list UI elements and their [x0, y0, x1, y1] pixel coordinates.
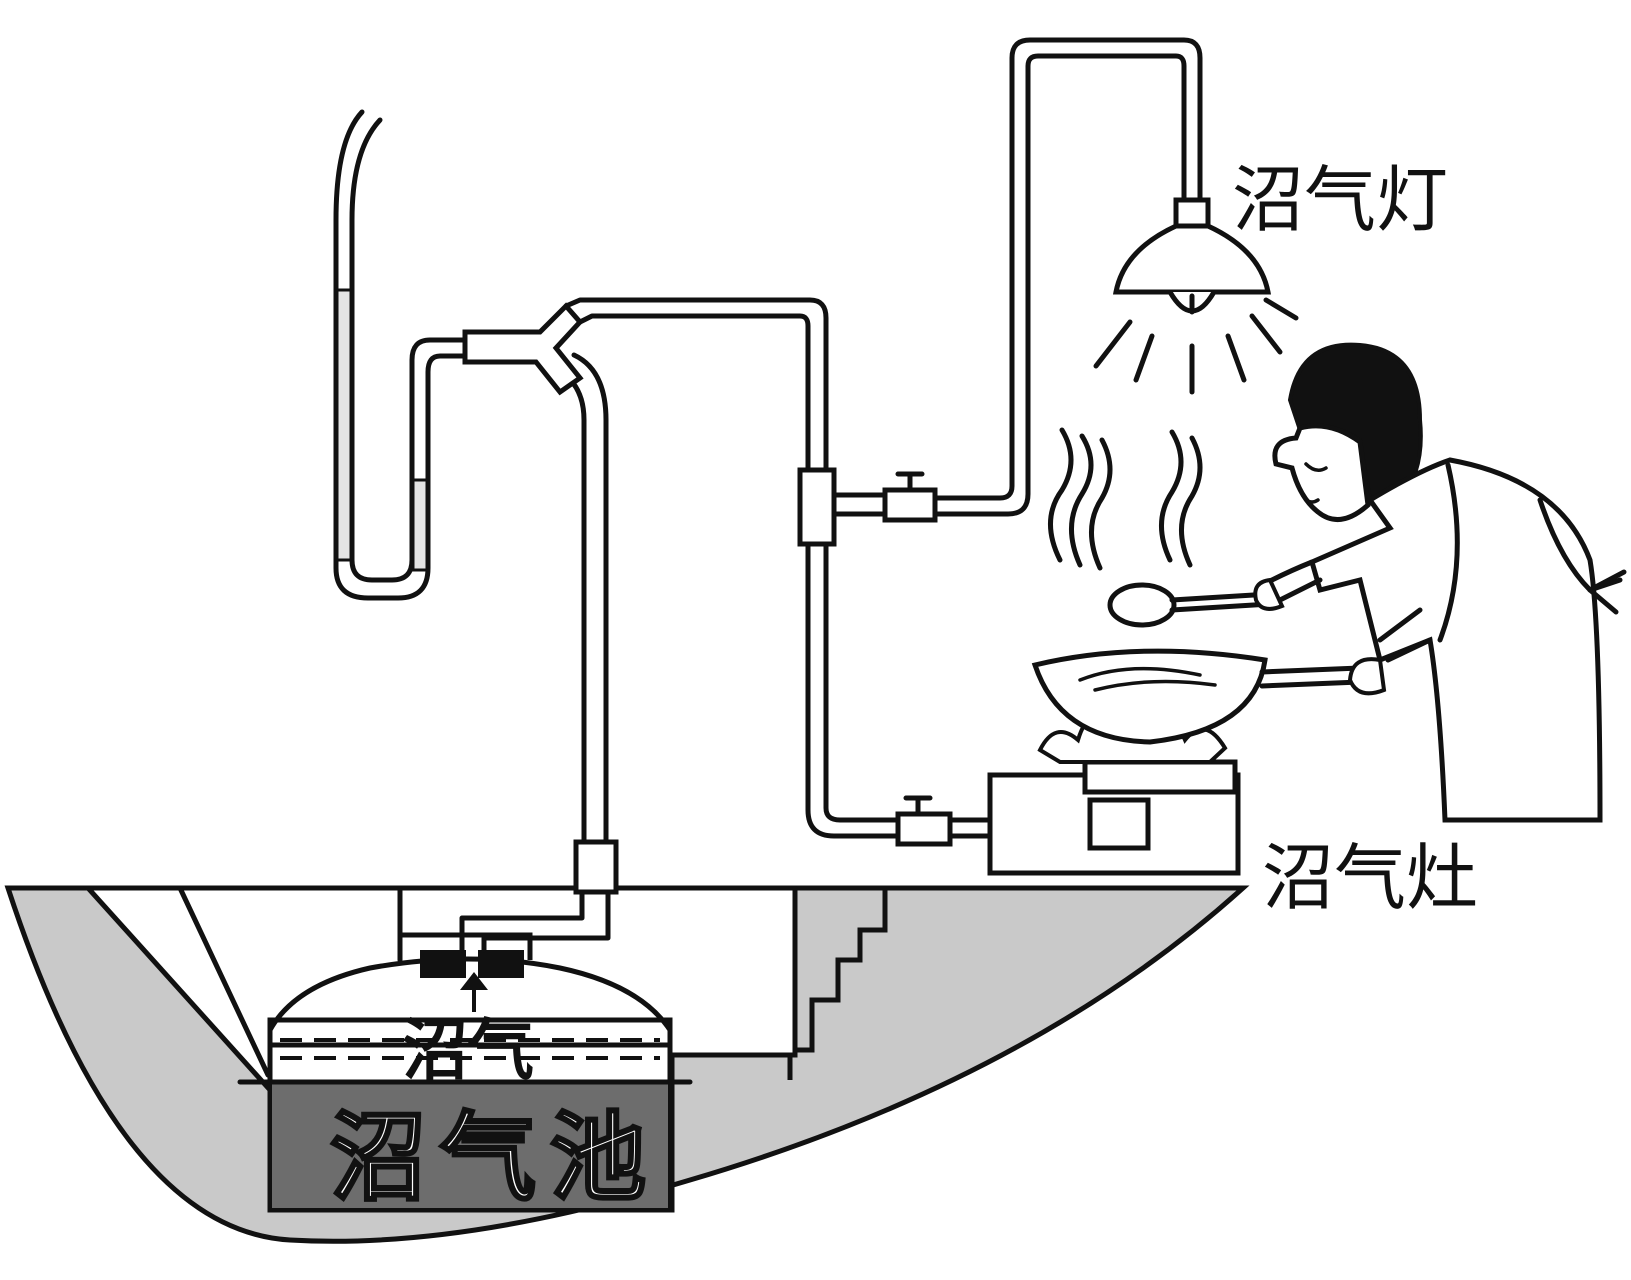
cook-face [1272, 423, 1371, 522]
label-biogas-tank: 沼气池 [329, 1102, 660, 1214]
stove-valve-handle [903, 795, 933, 817]
cook-apron-line [1437, 462, 1623, 643]
manometer-liquid-right [411, 478, 429, 572]
stove-valve [895, 811, 953, 847]
outlet-block-right [478, 950, 524, 978]
cook-apron-tie [1587, 569, 1627, 615]
cook-hand-ladle [1253, 577, 1285, 611]
lamp-pipe [932, 37, 1203, 517]
cook-arm-upper [1269, 559, 1323, 603]
cook-person [1253, 342, 1627, 823]
ladle-bowl [1107, 582, 1177, 628]
stove-burner-box [1082, 759, 1238, 795]
ground-steps [787, 888, 888, 1080]
t-junction [797, 467, 837, 547]
stove-inlet [1087, 797, 1151, 851]
steam [1048, 427, 1203, 571]
lamp-shade [1112, 223, 1272, 295]
cook-mouth [1304, 498, 1320, 504]
slurry [272, 1080, 668, 1208]
lamp-rays [1093, 297, 1299, 395]
stove-down-pipe [805, 541, 901, 839]
label-biogas-lamp: 沼气灯 [1232, 158, 1449, 242]
wok-handle [1259, 665, 1363, 689]
cook-hand-wok [1347, 657, 1387, 696]
riser-socket [573, 839, 619, 895]
lamp-valve-handle [895, 471, 925, 493]
lamp-neck [1173, 197, 1211, 229]
lamp-branch-pipe [831, 492, 888, 517]
cook-arm-lower [1377, 607, 1433, 663]
lamp-valve [882, 487, 938, 523]
cook-body [1308, 457, 1603, 823]
wok-food [1078, 666, 1217, 692]
digester-neck [397, 932, 533, 960]
digester-body [267, 1017, 673, 1213]
label-biogas: 沼气 [402, 1012, 534, 1089]
y-junction [462, 302, 584, 396]
outlet-block-left [420, 950, 466, 978]
wok [1031, 648, 1268, 745]
gas-up-arrow [460, 972, 488, 1012]
manometer-liquid-left [335, 288, 353, 562]
cook-eye [1304, 462, 1328, 472]
upper-pipe [563, 297, 829, 473]
label-biogas-stove: 沼气灶 [1262, 836, 1479, 920]
riser-vertical [555, 352, 609, 845]
manometer-tube [333, 109, 468, 601]
